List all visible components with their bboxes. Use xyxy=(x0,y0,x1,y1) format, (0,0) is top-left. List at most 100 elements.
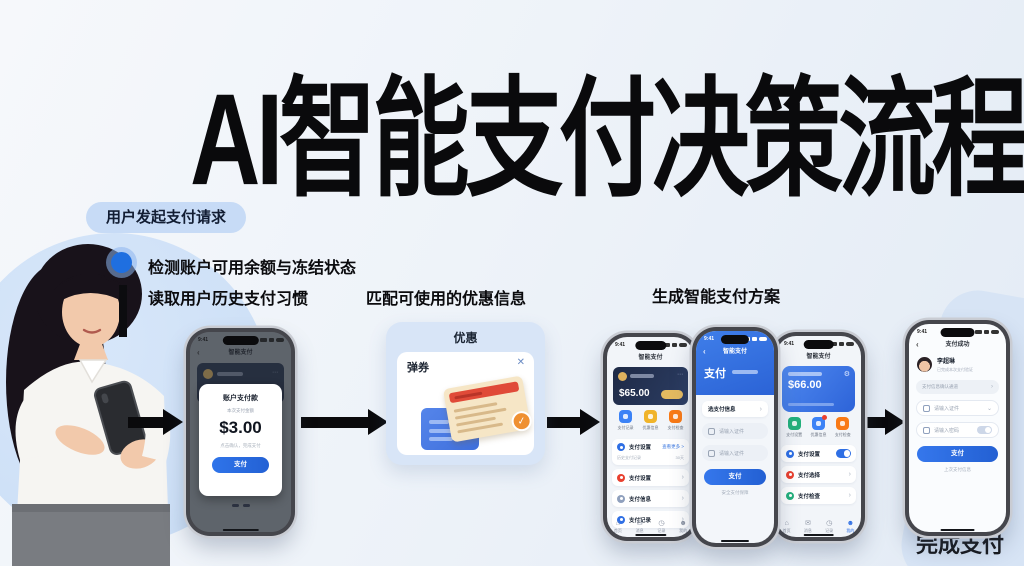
dynamic-island xyxy=(222,336,259,345)
pay-button[interactable]: 支付 xyxy=(917,446,998,462)
coupon-graphic: ✓ xyxy=(442,375,534,443)
close-icon[interactable]: ✕ xyxy=(516,357,525,368)
gear-icon[interactable]: ⚙ xyxy=(843,371,850,378)
back-icon[interactable]: ‹ xyxy=(703,347,706,356)
toggle-on[interactable] xyxy=(836,449,851,458)
card-balance: $65.00 xyxy=(619,388,650,399)
records-icon xyxy=(619,410,632,423)
input-placeholder: 请输入证件 xyxy=(719,450,745,457)
phone-confirm: 9:41 ‹ 智能支付 ⋯ $66.00 账户支付款 本次支付金额 $3.00 … xyxy=(186,328,295,536)
input-placeholder: 请输入证件 xyxy=(934,405,960,412)
modal-pay-button[interactable]: 支付 xyxy=(212,457,269,473)
flow-arrow-4 xyxy=(852,409,905,435)
settings-icon xyxy=(617,443,625,451)
nav-messages[interactable]: ✉消息 xyxy=(635,520,644,533)
modal-amount: $3.00 xyxy=(219,418,262,437)
tile-settings[interactable]: 支付设置 xyxy=(782,417,806,438)
info-row[interactable]: 支付信息确认通道 › xyxy=(916,380,999,394)
input-field-2[interactable]: 请输入密码 xyxy=(916,422,999,438)
toggle-off[interactable] xyxy=(977,425,992,435)
page-title: AI智能支付决策流程图 xyxy=(190,66,1024,213)
input-field-2[interactable]: 请输入证件 xyxy=(702,445,768,461)
menu-icon: ⋯ xyxy=(272,370,278,376)
step-generate-text: 生成智能支付方案 xyxy=(652,289,781,306)
finish-label: 完成支付 xyxy=(916,532,1005,557)
id-icon xyxy=(923,404,930,412)
step-match-text: 匹配可使用的优惠信息 xyxy=(366,291,527,308)
step-detect-text: 检测账户可用余额与冻结状态 读取用户历史支付习惯 xyxy=(148,253,356,315)
nav-messages[interactable]: ✉消息 xyxy=(803,520,812,533)
home-bar xyxy=(222,528,259,531)
avatar xyxy=(618,372,627,381)
list-item-toggle[interactable]: 支付设置 xyxy=(781,445,856,462)
phone-header-title: 智能支付 xyxy=(806,354,831,360)
input-field-1[interactable]: 请输入证件 xyxy=(702,423,768,439)
detail-button[interactable] xyxy=(661,390,683,399)
input-field-1[interactable]: 请输入证件 ⌄ xyxy=(916,400,999,416)
phone-header-title: 支付成功 xyxy=(945,342,970,348)
card-balance: $66.00 xyxy=(788,379,822,391)
flow-dot xyxy=(111,252,132,273)
phone-header-title: 智能支付 xyxy=(638,355,663,361)
row-icon xyxy=(786,449,794,458)
phone-header-title: 智能支付 xyxy=(228,350,253,356)
input-placeholder: 请输入密码 xyxy=(934,427,960,434)
tile-coupons[interactable]: 优惠信息 xyxy=(639,410,663,431)
id-icon xyxy=(708,427,715,435)
nav-history[interactable]: ◷记录 xyxy=(825,520,834,533)
avatar xyxy=(917,357,932,372)
row-icon xyxy=(617,515,625,524)
nav-home[interactable]: ⌂首页 xyxy=(613,520,622,533)
pay-info-row[interactable]: 选支付信息 › xyxy=(702,401,768,417)
chevron-right-icon: › xyxy=(681,474,684,481)
quick-tiles: 支付设置 优惠信息 支付检查 xyxy=(776,412,861,441)
list-item[interactable]: 支付设置 › xyxy=(612,469,689,486)
security-note: 安全支付保障 xyxy=(721,490,749,495)
list-item[interactable]: 支付检查 › xyxy=(781,487,856,504)
status-bar: 9:41 xyxy=(607,337,694,353)
list-item[interactable]: 支付信息 › xyxy=(612,490,689,507)
flow-arrow-3 xyxy=(547,409,600,435)
settings-icon xyxy=(787,417,801,430)
lock-icon xyxy=(923,426,930,434)
status-bar: 9:41 xyxy=(190,332,291,348)
coupon-illustration: ✓ xyxy=(397,374,534,455)
pay-banner-subtext xyxy=(732,370,758,374)
list-item[interactable]: 支付记录 › xyxy=(612,511,689,528)
signal-icons xyxy=(260,338,284,342)
see-more-link[interactable]: 查看更多 > xyxy=(662,444,684,449)
step-detect-line1: 检测账户可用余额与冻结状态 xyxy=(148,260,357,277)
row-icon xyxy=(786,491,794,500)
coupon-tag: 弹券 xyxy=(407,362,429,374)
coupon-card: 优惠 弹券 ✕ ✓ xyxy=(386,322,545,465)
tile-records[interactable]: 支付记录 xyxy=(614,410,638,431)
modal-title: 账户支付款 xyxy=(223,395,258,402)
nav-profile[interactable]: ☻我的 xyxy=(846,520,855,533)
back-icon[interactable]: ‹ xyxy=(916,340,919,349)
tile-check[interactable]: 支付检查 xyxy=(664,410,688,431)
phone-final: 9:41 ‹ 支付成功 李超琳 已完成本次支付验证 支付信息确认通道 › 请输入… xyxy=(905,320,1010,536)
step-detect-line2: 读取用户历史支付习惯 xyxy=(148,291,309,308)
list-item[interactable]: 支付选择 › xyxy=(781,466,856,483)
chevron-down-icon: ⌄ xyxy=(986,405,992,412)
phone-plan-middle: 9:41 ‹ 智能支付 支付 选支付信息 › 请输入证件 请输入证件 支付 安全… xyxy=(692,327,778,547)
pay-button[interactable]: 支付 xyxy=(704,469,766,485)
row-icon xyxy=(786,470,794,479)
nav-profile[interactable]: ☻我的 xyxy=(679,520,688,533)
user-name: 李超琳 xyxy=(937,359,956,365)
phone-plan-left: 9:41 智能支付 ⋯ $65.00 支付记录 优惠信息 支付检查 支付设置 查… xyxy=(603,333,698,541)
tile-coupons[interactable]: 优惠信息 xyxy=(806,415,830,438)
back-icon[interactable]: ‹ xyxy=(197,348,200,357)
start-label: 用户发起支付请求 xyxy=(86,202,247,233)
check-icon xyxy=(669,410,682,423)
coupons-icon xyxy=(644,410,657,423)
avatar xyxy=(203,369,213,379)
nav-home[interactable]: ⌂首页 xyxy=(782,520,791,533)
modal-subtitle: 本次支付金额 xyxy=(227,408,254,413)
coupon-inner-card: 弹券 ✕ ✓ xyxy=(397,352,534,455)
bottom-nav: ⌂首页 ✉消息 ◷记录 ☻我的 xyxy=(607,520,694,534)
tile-check[interactable]: 支付检查 xyxy=(831,417,855,438)
nav-history[interactable]: ◷记录 xyxy=(657,520,666,533)
quick-tiles: 支付记录 优惠信息 支付检查 xyxy=(607,405,694,434)
phone-plan-right: 9:41 智能支付 ⚙ $66.00 支付设置 优惠信息 支付检查 支付设置 xyxy=(772,332,865,541)
